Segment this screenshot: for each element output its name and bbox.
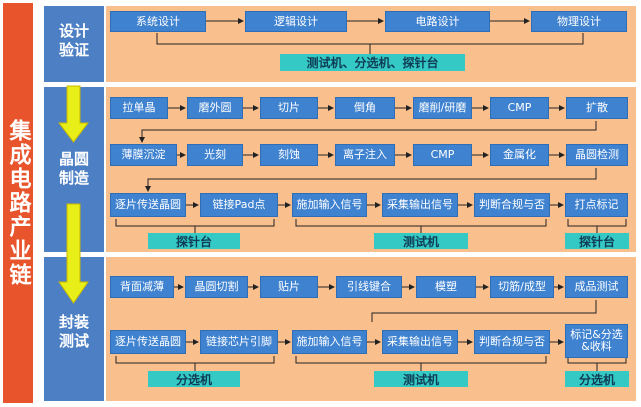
fab-r3-step-6: 打点标记 [565,193,628,217]
fab-r1-step-2: 磨外圆 [187,97,243,119]
stage-fab-label: 晶圆 制造 [58,150,89,187]
down-arrow-icon-1 [57,85,90,143]
pkg-bracket-mid [295,356,547,364]
pkg-r2-step-5: 判断合规与否 [474,330,550,354]
design-equipment-bar: 测试机、分选机、探针台 [280,54,465,71]
pkg-r1-step-7: 成品测试 [565,276,628,298]
fab-r1-step-5: 磨削/研磨 [413,97,472,119]
pkg-r2-step-2: 链接芯片引脚 [200,330,278,354]
fab-r3-step-5: 判断合规与否 [474,193,550,217]
down-arrow-icon-2 [58,203,89,304]
fab-bracket-right [567,219,627,227]
pkg-equipment-bar-2: 测试机 [374,371,468,387]
fab-r2-step-4: 离子注入 [335,144,395,166]
fab-bracket-left [115,219,275,227]
arrow-fab-wrap-2 [145,168,597,192]
design-step-2: 逻辑设计 [245,11,347,32]
stage-package-label: 封装 测试 [58,313,89,350]
fab-r1-step-1: 拉单晶 [110,97,168,119]
pkg-r1-step-1: 背面减薄 [110,276,174,298]
design-step-1: 系统设计 [110,11,206,32]
fab-r2-step-2: 光刻 [187,144,243,166]
fab-r1-step-6: CMP [490,97,549,119]
fab-equipment-bar-1: 探针台 [148,233,240,249]
design-step-3: 电路设计 [385,11,490,32]
arrow-fab-wrap-1 [139,121,597,143]
pkg-r2-step-4: 采集输出信号 [382,330,458,354]
industry-chain-title-text: 集成电路产业链 [5,119,31,287]
fab-r1-step-4: 倒角 [335,97,395,119]
pkg-wrap-bracket [371,300,597,322]
pkg-r1-step-2: 晶圆切割 [185,276,248,298]
fab-r3-step-4: 采集输出信号 [382,193,458,217]
pkg-equipment-bar-3: 分选机 [565,371,629,387]
fab-r2-step-6: 金属化 [490,144,549,166]
stage-design [44,6,104,82]
pkg-r1-step-5: 模塑 [416,276,476,298]
fab-bracket-mid [295,219,547,227]
stage-design-label: 设计 验证 [58,22,89,59]
design-bracket [156,33,584,45]
pkg-r2-step-3: 施加输入信号 [292,330,367,354]
pkg-equipment-bar-1: 分选机 [148,371,240,387]
pkg-r1-step-6: 切筋/成型 [490,276,554,298]
pkg-r1-step-4: 引线键合 [336,276,402,298]
pkg-r2-step-1: 逐片传送晶圆 [110,330,186,354]
fab-r3-step-3: 施加输入信号 [292,193,367,217]
fab-r2-step-1: 薄膜沉淀 [110,144,177,166]
fab-r3-step-2: 链接Pad点 [200,193,278,217]
pkg-r2-step-6: 标记&分选 &收料 [565,324,628,358]
fab-r2-step-3: 刻蚀 [260,144,318,166]
design-step-4: 物理设计 [531,11,627,32]
fab-r1-step-7: 扩散 [566,97,628,119]
fab-r3-step-1: 逐片传送晶圆 [110,193,186,217]
fab-r2-step-7: 晶圆检测 [566,144,628,166]
fab-r2-step-5: CMP [413,144,472,166]
pkg-r1-step-3: 贴片 [260,276,318,298]
industry-chain-title: 集成电路产业链 [3,3,33,403]
fab-r1-step-3: 切片 [260,97,318,119]
pkg-bracket-left [115,356,275,364]
fab-equipment-bar-3: 探针台 [565,233,629,249]
fab-equipment-bar-2: 测试机 [374,233,468,249]
